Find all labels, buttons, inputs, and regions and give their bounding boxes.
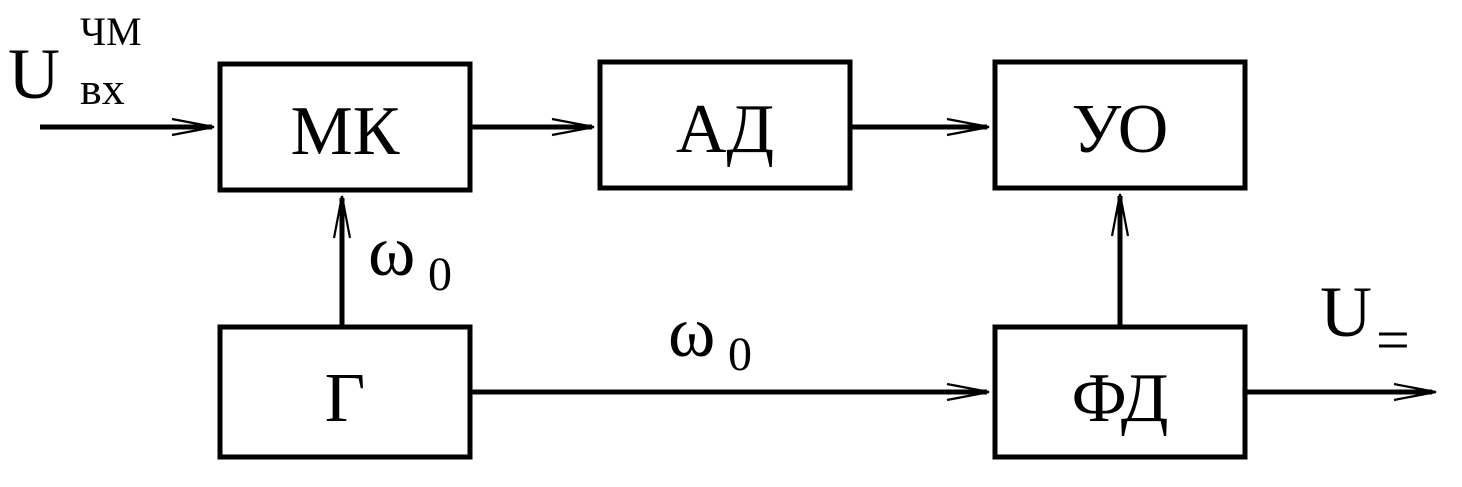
arrow-g-to-fd <box>472 382 990 402</box>
omega-horizontal-subscript: 0 <box>728 328 752 381</box>
input-label-subscript: вх <box>80 63 125 114</box>
input-label-main: U <box>8 34 60 114</box>
output-arrow <box>1247 382 1437 402</box>
input-signal-label: U ЧМ вх <box>8 9 142 114</box>
arrow-fd-to-uo <box>1110 193 1130 325</box>
omega-label-vertical: ω 0 <box>368 211 452 301</box>
block-g: Г <box>217 324 473 460</box>
block-fd: ФД <box>992 324 1248 460</box>
arrow-ad-to-uo <box>852 117 990 137</box>
block-uo: УО <box>992 59 1248 191</box>
omega-label-horizontal: ω 0 <box>668 292 752 381</box>
output-label-subscript: = <box>1376 307 1410 373</box>
omega-horizontal-main: ω <box>668 292 715 372</box>
output-signal-label: U = <box>1320 272 1410 373</box>
input-label-superscript: ЧМ <box>80 9 142 54</box>
block-uo-label: УО <box>1072 91 1169 168</box>
block-mk-label: МК <box>291 93 400 170</box>
arrow-g-to-mk <box>332 195 352 325</box>
block-g-label: Г <box>325 360 365 437</box>
block-ad-label: АД <box>676 91 774 168</box>
omega-vertical-main: ω <box>368 211 415 291</box>
block-mk: МК <box>217 61 473 193</box>
output-label-main: U <box>1320 272 1372 352</box>
block-ad: АД <box>597 59 853 191</box>
arrow-mk-to-ad <box>472 117 595 137</box>
block-fd-label: ФД <box>1072 360 1169 437</box>
input-arrow <box>40 117 215 137</box>
omega-vertical-subscript: 0 <box>428 248 452 301</box>
